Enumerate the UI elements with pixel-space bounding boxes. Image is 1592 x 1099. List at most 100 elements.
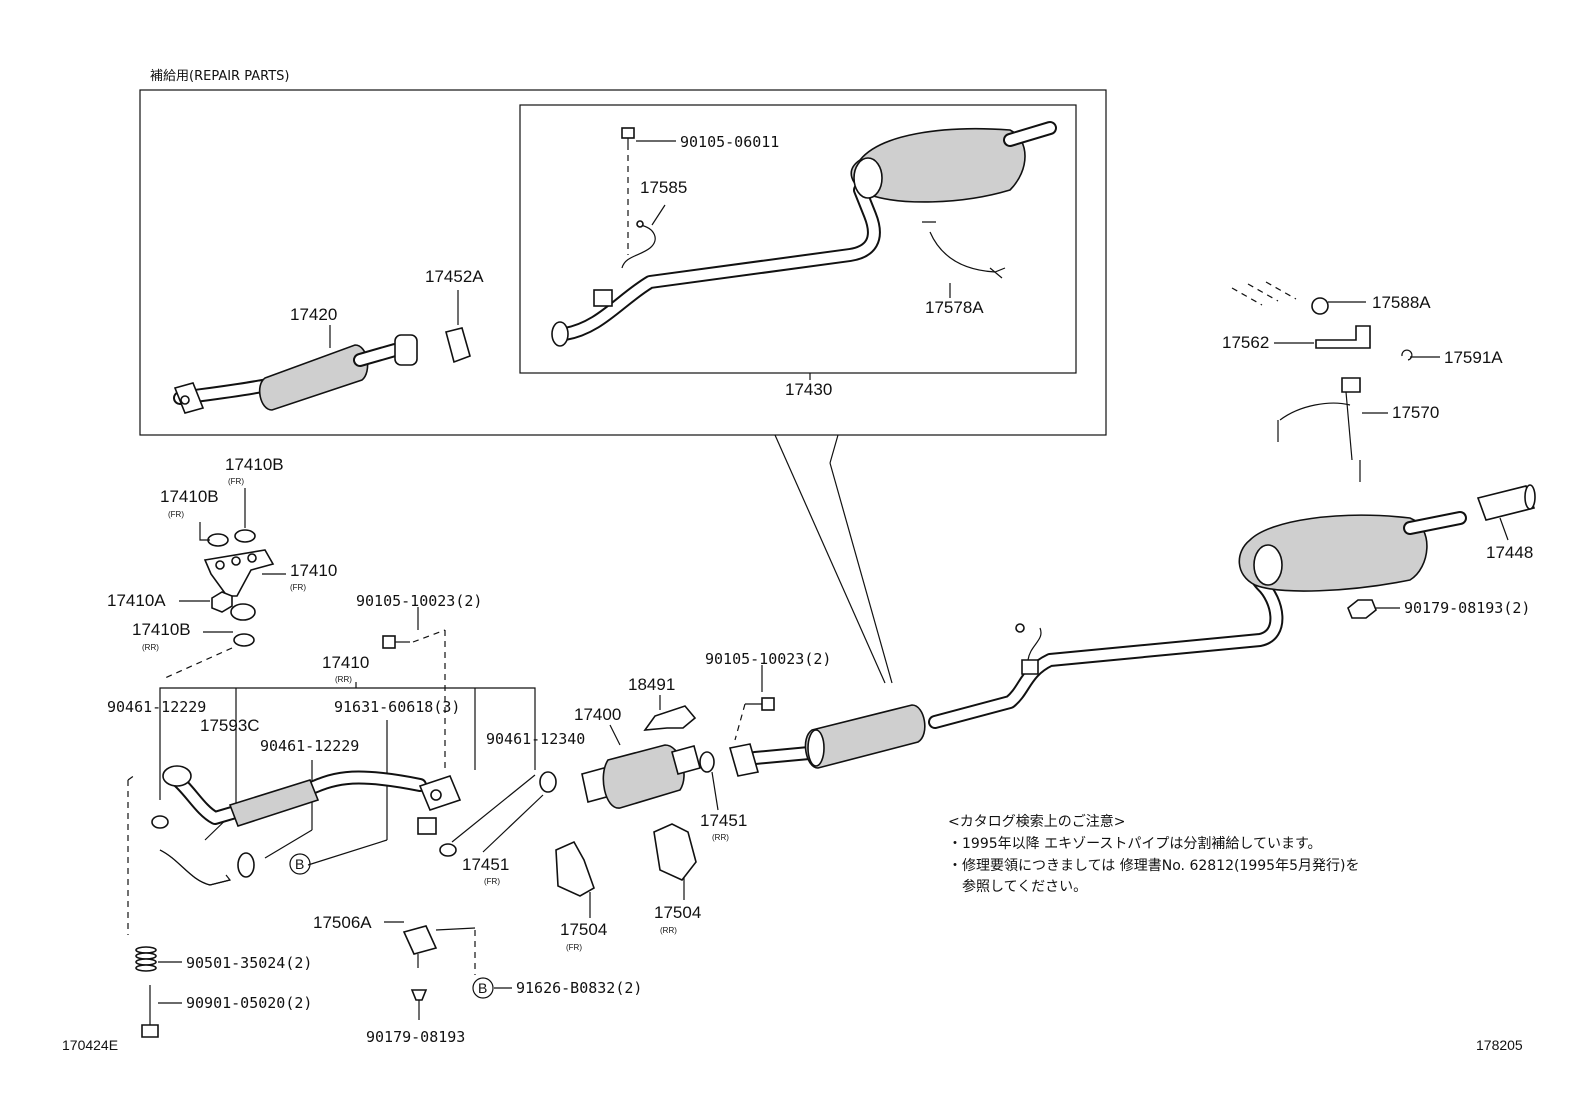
- label-90105-10023-a: 90105-10023(2): [356, 592, 482, 610]
- dash-spring-top: [127, 774, 136, 781]
- insulator-17504-fr-drawing: [555, 840, 595, 897]
- figure-code-left: 170424E: [62, 1037, 118, 1053]
- leader-90461-12340: [451, 774, 536, 843]
- label-17506A: 17506A: [313, 913, 372, 932]
- label-90105-06011: 90105-06011: [680, 133, 779, 151]
- exhaust-manifold-17410-fr-drawing: [203, 529, 275, 647]
- front-pipe-17410-rr-drawing: [151, 765, 462, 886]
- rubber-strips-drawing: [1231, 281, 1297, 306]
- gasket-17452A-drawing: [445, 327, 471, 364]
- callout-b-a: B: [295, 856, 304, 872]
- leader-17400: [609, 724, 621, 746]
- label-17591A: 17591A: [1444, 348, 1503, 367]
- label-17504-rr-sub: (RR): [660, 926, 677, 935]
- leader-91631-60618-2: [307, 839, 388, 866]
- label-17410-rr: 17410: [322, 653, 369, 672]
- heat-shield-18491-drawing: [643, 705, 697, 731]
- label-17420: 17420: [290, 305, 337, 324]
- label-17410A: 17410A: [107, 591, 166, 610]
- label-90105-10023-b: 90105-10023(2): [705, 650, 831, 668]
- bolt-90901-05020-drawing: [141, 985, 159, 1038]
- notes-line-2: ・修理要領につきましては 修理書No. 62812(1995年5月発行)を: [948, 857, 1359, 874]
- label-17588A: 17588A: [1372, 293, 1431, 312]
- support-17506A-drawing: [402, 925, 476, 968]
- label-17410B-top: 17410B: [225, 455, 284, 474]
- label-17504-fr-sub: (FR): [566, 943, 582, 952]
- zoom-line-left: [774, 434, 886, 684]
- zoom-line-right-b: [829, 462, 893, 684]
- label-90461-12340: 90461-12340: [486, 730, 585, 748]
- label-17570: 17570: [1392, 403, 1439, 422]
- label-17410B-top-sub: (FR): [228, 477, 244, 486]
- dash-manifold-down: [164, 647, 233, 679]
- label-17410-fr: 17410: [290, 561, 337, 580]
- notes-line-1: ・1995年以降 エキゾーストパイプは分割補給しています。: [948, 835, 1322, 852]
- label-17410B-left: 17410B: [160, 487, 219, 506]
- label-90901-05020-2: 90901-05020(2): [186, 994, 312, 1012]
- label-17410-fr-sub: (FR): [290, 583, 306, 592]
- dash-bolt-a: [412, 629, 446, 643]
- tail-pipe-assembly-drawing: [551, 121, 1057, 347]
- bracket-17410-rr: [159, 687, 536, 695]
- label-17430: 17430: [785, 380, 832, 399]
- figure-code-right: 178205: [1476, 1037, 1523, 1053]
- bolt-90105-10023-a-drawing: [382, 635, 410, 649]
- label-17451-fr-sub: (FR): [484, 877, 500, 886]
- label-17452A: 17452A: [425, 267, 484, 286]
- gasket-17451-fr-drawing: [539, 771, 557, 793]
- spring-90501-35024-drawing: [135, 946, 157, 972]
- notes-line-3: 参照してください。: [962, 878, 1087, 895]
- bolt-sensor-drawing: [621, 127, 666, 269]
- leader-90461-12229-b-2: [264, 829, 313, 859]
- label-90461-12229-a: 90461-12229: [107, 698, 206, 716]
- callout-b-circle-a: [289, 853, 311, 875]
- label-17504-rr: 17504: [654, 903, 701, 922]
- label-90461-12229-b: 90461-12229: [260, 737, 359, 755]
- label-17448: 17448: [1486, 543, 1533, 562]
- label-17410B-left-sub: (FR): [168, 510, 184, 519]
- label-17451-fr: 17451: [462, 855, 509, 874]
- label-17451-rr-sub: (RR): [712, 833, 729, 842]
- insulator-17504-rr-drawing: [653, 823, 697, 881]
- leader-17451-fr: [482, 794, 544, 853]
- label-91631-60618-3: 91631-60618(3): [334, 698, 460, 716]
- bolt-90105-10023-b-drawing: [745, 697, 775, 711]
- label-17400: 17400: [574, 705, 621, 724]
- label-17451-rr: 17451: [700, 811, 747, 830]
- main-exhaust-line-drawing: [728, 511, 1467, 777]
- callout-b-circle-b: [472, 977, 494, 999]
- pipe-assembly-frame: [519, 104, 1077, 374]
- label-17593C: 17593C: [200, 716, 260, 735]
- callout-b-b: B: [478, 980, 487, 996]
- notes-title: <カタログ検索上のご注意>: [948, 813, 1125, 830]
- nut-90179-08193-2-drawing: [1347, 599, 1377, 619]
- label-17585: 17585: [640, 178, 687, 197]
- leader-17448: [1499, 517, 1509, 541]
- label-90179-08193: 90179-08193: [366, 1028, 465, 1046]
- front-pipe-17420-drawing: [173, 334, 418, 414]
- label-18491: 18491: [628, 675, 675, 694]
- label-17410-rr-sub: (RR): [335, 675, 352, 684]
- tail-finisher-17448-drawing: [1476, 484, 1536, 521]
- label-17578A: 17578A: [925, 298, 984, 317]
- label-17504-fr: 17504: [560, 920, 607, 939]
- cap-17588A-drawing: [1311, 297, 1329, 315]
- catalytic-converter-17400-drawing: [581, 744, 715, 809]
- label-17410B-rr-sub: (RR): [142, 643, 159, 652]
- leader-17410B-left: [199, 522, 210, 541]
- nut-90179-08193-drawing: [410, 989, 428, 1001]
- label-17410B-rr: 17410B: [132, 620, 191, 639]
- label-90179-08193-2: 90179-08193(2): [1404, 599, 1530, 617]
- zoom-line-right-a: [829, 434, 839, 464]
- bracket-17570-drawing: [1277, 377, 1361, 482]
- label-90501-35024-2: 90501-35024(2): [186, 954, 312, 972]
- repair-parts-header: 補給用(REPAIR PARTS): [150, 69, 289, 84]
- cushion-17562-drawing: [1315, 325, 1371, 349]
- dash-bolt-b: [734, 703, 746, 741]
- clip-17591A-drawing: [1401, 349, 1413, 361]
- label-17562: 17562: [1222, 333, 1269, 352]
- leader-17451-rr: [711, 771, 719, 811]
- label-91626-B0832-2: 91626-B0832(2): [516, 979, 642, 997]
- repair-parts-frame: [139, 89, 1107, 436]
